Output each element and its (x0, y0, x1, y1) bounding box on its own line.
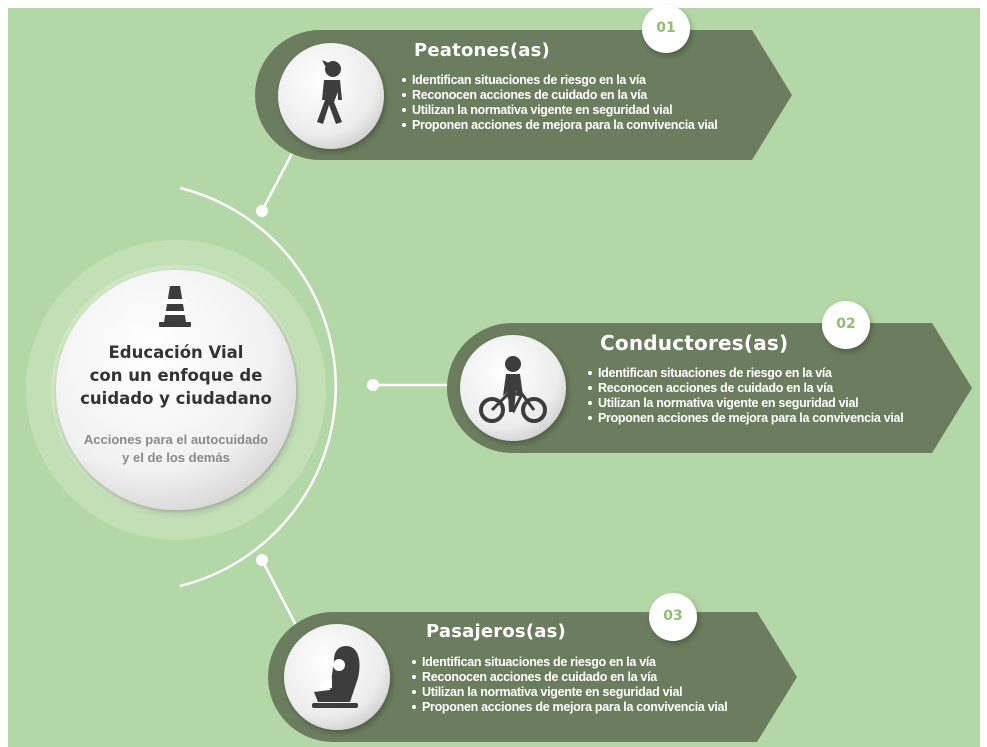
cyclist-icon (479, 356, 547, 423)
traffic-cone-icon (159, 286, 191, 327)
list-item: Utilizan la normativa vigente en segurid… (412, 685, 727, 700)
center-subtitle: Acciones para el autocuidado y el de los… (76, 431, 276, 467)
list-item: Proponen acciones de mejora para la conv… (412, 700, 728, 715)
pedestrian-icon (317, 60, 342, 124)
panel-shape-02 (447, 323, 972, 453)
center-title: Educación Vial con un enfoque de cuidado… (76, 341, 276, 410)
group-title-conductores: Conductores(as) (600, 331, 789, 355)
group-list-peatones: Identifican situaciones de riesgo en la … (402, 73, 718, 133)
left-border (0, 0, 8, 747)
panel-shape-03 (268, 612, 797, 742)
group-title-peatones: Peatones(as) (414, 40, 550, 61)
list-item: Identifican situaciones de riesgo en la … (412, 655, 727, 670)
group-list-conductores: Identifican situaciones de riesgo en la … (588, 366, 904, 426)
right-border (980, 0, 987, 747)
list-item: Utilizan la normativa vigente en segurid… (402, 103, 717, 118)
center-title-line-2: con un enfoque de (89, 366, 263, 385)
connector-node-02 (367, 379, 379, 391)
number-circle-02 (822, 301, 870, 349)
connector-arc (179, 186, 338, 588)
list-item: Proponen acciones de mejora para la conv… (588, 411, 904, 426)
group-number-03: 03 (663, 608, 683, 624)
connector-node-01 (256, 205, 268, 217)
connector-node-03 (256, 554, 268, 566)
number-circle-01 (642, 5, 690, 53)
list-item: Reconocen acciones de cuidado en la vía (412, 670, 727, 685)
center-subtitle-line-2: y el de los demás (122, 450, 230, 465)
list-item: Proponen acciones de mejora para la conv… (402, 118, 718, 133)
number-circle-03 (649, 593, 697, 641)
center-title-line-1: Educación Vial (108, 343, 244, 362)
child-car-seat-icon (312, 646, 360, 708)
center-circle (56, 270, 296, 510)
panel-shape-01 (255, 30, 792, 160)
list-item: Reconocen acciones de cuidado en la vía (402, 88, 717, 103)
center-subtitle-line-1: Acciones para el autocuidado (83, 432, 269, 447)
group-title-pasajeros: Pasajeros(as) (426, 621, 566, 642)
center-title-line-3: cuidado y ciudadano (80, 389, 272, 408)
list-item: Identifican situaciones de riesgo en la … (588, 366, 903, 381)
top-border (0, 0, 987, 8)
list-item: Identifican situaciones de riesgo en la … (402, 73, 717, 88)
connector-line-03 (260, 559, 302, 634)
list-item: Utilizan la normativa vigente en segurid… (588, 396, 903, 411)
list-item: Reconocen acciones de cuidado en la vía (588, 381, 903, 396)
group-number-01: 01 (656, 20, 676, 36)
group-list-pasajeros: Identifican situaciones de riesgo en la … (412, 655, 728, 715)
group-number-02: 02 (836, 316, 856, 332)
